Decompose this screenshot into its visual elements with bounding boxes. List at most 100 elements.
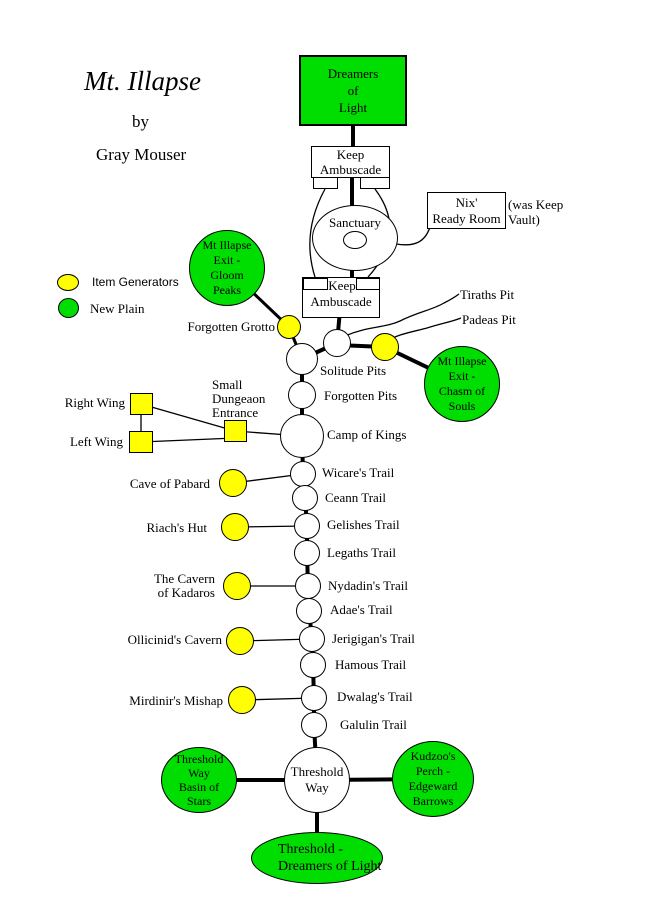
label-cavern-of-kadaros: The Cavern of Kadaros <box>115 572 215 600</box>
node-kudzoos-perch: Kudzoo's Perch - Edgeward Barrows <box>392 741 474 817</box>
legend-item-generator-swatch <box>57 274 79 291</box>
keep-ambuscade-upper-line1: Keep <box>336 147 365 162</box>
nix-ready-room-line2: Ready Room <box>432 210 501 226</box>
keep-ambuscade-lower-line1: Keep <box>328 278 356 293</box>
keep-ambuscade-upper-tab-left <box>313 177 338 189</box>
label-adaes-trail: Adae's Trail <box>330 602 393 617</box>
label-gelishes-trail: Gelishes Trail <box>327 517 400 532</box>
title-author: Gray Mouser <box>96 145 187 164</box>
node-exit-gloom-peaks: Mt Illapse Exit - Gloom Peaks <box>189 230 265 306</box>
title-byline: by <box>132 112 149 131</box>
keep-ambuscade-lower-tab-left <box>303 278 328 290</box>
legend-new-plain-swatch <box>58 298 79 318</box>
node-pits-junction <box>323 329 351 357</box>
kudzoo-line1: Kudzoo's <box>410 749 456 763</box>
generator-riachs-hut <box>221 513 249 541</box>
basin-line3: Basin of <box>178 780 220 794</box>
node-jerigigans-trail <box>299 626 325 652</box>
legend-new-plain-label: New Plain <box>90 301 145 316</box>
chasm-of-souls-line1: Mt Illapse <box>437 354 487 368</box>
small-dungeon-line2: Dungeaon <box>212 391 266 406</box>
node-dreamers-line1: Dreamers <box>327 66 379 81</box>
small-dungeon-line3: Entrance <box>212 405 259 420</box>
nix-ready-room-line1: Nix' <box>455 194 478 210</box>
label-tiraths-pit: Tiraths Pit <box>460 287 515 302</box>
label-wicares-trail: Wicare's Trail <box>322 465 395 480</box>
label-padeas-pit: Padeas Pit <box>462 312 516 327</box>
node-dreamers-of-light: Dreamers of Light <box>299 55 407 126</box>
node-keep-ambuscade-upper: Keep Ambuscade <box>311 146 390 178</box>
threshold-way-line2: Way <box>305 780 329 795</box>
node-wicares-trail <box>290 461 316 487</box>
node-camp-of-kings <box>280 414 324 458</box>
generator-ollicinids-cavern <box>226 627 254 655</box>
label-camp-of-kings: Camp of Kings <box>327 427 407 442</box>
node-galulin-trail <box>301 712 327 738</box>
node-nydadins-trail <box>295 573 321 599</box>
node-gelishes-trail <box>294 513 320 539</box>
kadaros-line1: The Cavern <box>153 571 215 586</box>
sanctuary-inner-circle <box>343 231 367 249</box>
generator-mirdinirs-mishap <box>228 686 256 714</box>
chasm-of-souls-line2: Exit - <box>448 369 476 383</box>
chasm-of-souls-line3: Chasm of <box>438 384 486 398</box>
gloom-peaks-line3: Gloom <box>210 268 244 282</box>
node-right-wing <box>130 393 153 415</box>
label-jerigigans-trail: Jerigigan's Trail <box>332 631 415 646</box>
label-nydadins-trail: Nydadin's Trail <box>328 578 408 593</box>
label-galulin-trail: Galulin Trail <box>340 717 407 732</box>
basin-line2: Way <box>188 766 210 780</box>
gloom-peaks-line4: Peaks <box>213 283 241 297</box>
threshold-dreamers-line1: Threshold - <box>278 842 343 857</box>
generator-cave-of-pabard <box>219 469 247 497</box>
label-forgotten-pits: Forgotten Pits <box>324 388 398 403</box>
kadaros-line2: of Kadaros <box>157 585 215 600</box>
label-hamous-trail: Hamous Trail <box>335 657 407 672</box>
chasm-of-souls-line4: Souls <box>448 399 476 413</box>
threshold-way-line1: Threshold <box>290 764 344 779</box>
page-title: Mt. Illapse <box>84 66 201 96</box>
node-dreamers-line2: of <box>347 83 359 98</box>
node-sanctuary: Sanctuary <box>312 205 398 271</box>
node-exit-chasm-of-souls: Mt Illapse Exit - Chasm of Souls <box>424 346 500 422</box>
kudzoo-line2: Perch - <box>415 764 451 778</box>
label-dwalags-trail: Dwalag's Trail <box>337 689 413 704</box>
generator-pits <box>371 333 399 361</box>
node-small-dungeon-entrance <box>224 420 247 442</box>
label-mirdinirs-mishap: Mirdinir's Mishap <box>129 693 223 708</box>
node-threshold-way: Threshold Way <box>284 747 350 813</box>
generator-cavern-of-kadaros <box>223 572 251 600</box>
nix-note-line2: Vault) <box>508 212 540 227</box>
gloom-peaks-line1: Mt Illapse <box>202 238 252 252</box>
node-dwalags-trail <box>301 685 327 711</box>
legend-item-generators-label: Item Generators <box>92 275 179 289</box>
node-threshold-way-basin-of-stars: Threshold Way Basin of Stars <box>161 747 237 813</box>
node-legaths-trail <box>294 540 320 566</box>
node-threshold-dreamers-of-light: Threshold - Dreamers of Light <box>251 832 383 884</box>
label-left-wing: Left Wing <box>69 434 123 449</box>
small-dungeon-line1: Small <box>212 377 243 392</box>
kudzoo-line3: Edgeward <box>408 779 458 793</box>
node-solitude-pits <box>286 343 318 375</box>
basin-line1: Threshold <box>174 752 224 766</box>
nix-note: (was Keep Vault) <box>508 197 563 227</box>
sanctuary-label: Sanctuary <box>329 215 381 230</box>
label-right-wing: Right Wing <box>64 395 125 410</box>
nix-note-line1: (was Keep <box>508 197 564 212</box>
node-left-wing <box>129 431 153 453</box>
keep-ambuscade-lower-tab-right <box>356 278 380 290</box>
node-forgotten-pits <box>288 381 316 409</box>
node-dreamers-line3: Light <box>338 100 368 115</box>
node-ceann-trail <box>292 485 318 511</box>
keep-ambuscade-lower-line2: Ambuscade <box>310 294 372 309</box>
label-small-dungeon-entrance: Small Dungeaon Entrance <box>212 378 265 420</box>
basin-line4: Stars <box>187 794 211 808</box>
threshold-dreamers-line2: Dreamers of Light <box>278 859 382 874</box>
label-cave-of-pabard: Cave of Pabard <box>129 476 210 491</box>
generator-forgotten-grotto <box>277 315 301 339</box>
label-legaths-trail: Legaths Trail <box>327 545 396 560</box>
label-ceann-trail: Ceann Trail <box>325 490 387 505</box>
keep-ambuscade-upper-line2: Ambuscade <box>319 162 382 177</box>
gloom-peaks-line2: Exit - <box>213 253 241 267</box>
